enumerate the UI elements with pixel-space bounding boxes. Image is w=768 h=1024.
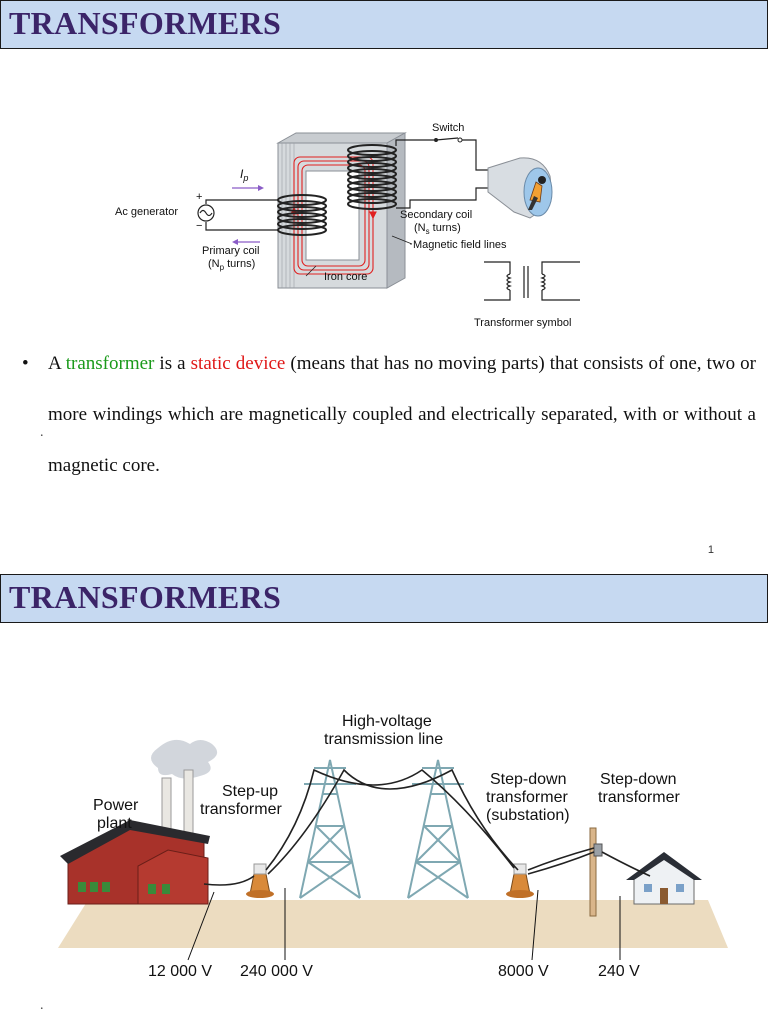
secondary-coil-label: Secondary coil (400, 209, 472, 221)
page-number: 1 (707, 544, 714, 556)
substation-label-2: transformer (486, 789, 568, 806)
voltage-label-240000: 240 000 V (240, 963, 313, 980)
generator-label: Ac generator (115, 206, 178, 218)
step-up-transformer-icon (246, 863, 274, 898)
transmission-tower-left (299, 759, 361, 899)
minus-sign: − (196, 220, 202, 232)
label-pointers (305, 235, 413, 277)
slide-2: TRANSFORMERS (0, 574, 768, 1024)
keyword-static-device: static device (190, 353, 286, 374)
substation-label-3: (substation) (486, 807, 570, 824)
bullet-marker: • (22, 353, 29, 374)
switch-label: Switch (432, 122, 464, 134)
transformer-diagram: Switch Ip Ac generator + − Primary coil … (115, 122, 580, 329)
power-distribution-diagram: Power plant Step-up transformer High-vol… (58, 713, 728, 980)
secondary-circuit (395, 139, 490, 209)
stray-mark: . (40, 425, 44, 440)
slide-1: TRANSFORMERS (0, 0, 768, 556)
iron-core-label: Iron core (324, 271, 367, 283)
step-up-label: Step-up (222, 783, 278, 800)
power-plant-icon (60, 739, 218, 905)
utility-pole-icon (589, 827, 603, 917)
secondary-coil (347, 144, 397, 210)
title-bar: TRANSFORMERS (0, 574, 768, 623)
transformer-symbol-label: Transformer symbol (474, 317, 571, 329)
ground-plane (58, 900, 728, 948)
plus-sign: + (196, 191, 202, 203)
field-lines-label: Magnetic field lines (413, 239, 507, 251)
slide-title: TRANSFORMERS (9, 5, 282, 41)
primary-circuit (197, 199, 278, 231)
voltage-pointers (187, 888, 621, 961)
substation-transformer-icon (506, 863, 534, 898)
current-label: Ip (240, 167, 248, 183)
power-plant-label: Power (93, 797, 139, 814)
slide-title: TRANSFORMERS (9, 579, 282, 615)
keyword-transformer: transformer (65, 353, 155, 374)
step-down-label: Step-down (600, 771, 677, 788)
transformer-symbol-icon (484, 261, 580, 301)
hv-line-label-2: transmission line (324, 731, 443, 748)
bullet-text: A transformer is a static device (means … (48, 353, 756, 476)
step-down-label-2: transformer (598, 789, 680, 806)
voltage-label-12000: 12 000 V (148, 963, 212, 980)
transmission-tower-right (407, 759, 469, 899)
switch-icon (434, 137, 463, 143)
substation-label: Step-down (490, 771, 567, 788)
voltage-label-240: 240 V (598, 963, 640, 980)
title-bar: TRANSFORMERS (0, 0, 768, 49)
hv-line-label: High-voltage (342, 713, 432, 730)
tv-screen-icon (487, 157, 553, 219)
secondary-coil-turns: (Ns turns) (414, 222, 461, 236)
primary-coil-turns: (Np turns) (208, 258, 255, 272)
voltage-label-8000: 8000 V (498, 963, 549, 980)
house-icon (626, 852, 702, 905)
step-up-label-2: transformer (200, 801, 282, 818)
primary-coil-label: Primary coil (202, 245, 259, 257)
stray-mark: . (40, 998, 44, 1013)
power-lines (203, 768, 651, 886)
power-plant-label-2: plant (97, 815, 132, 832)
